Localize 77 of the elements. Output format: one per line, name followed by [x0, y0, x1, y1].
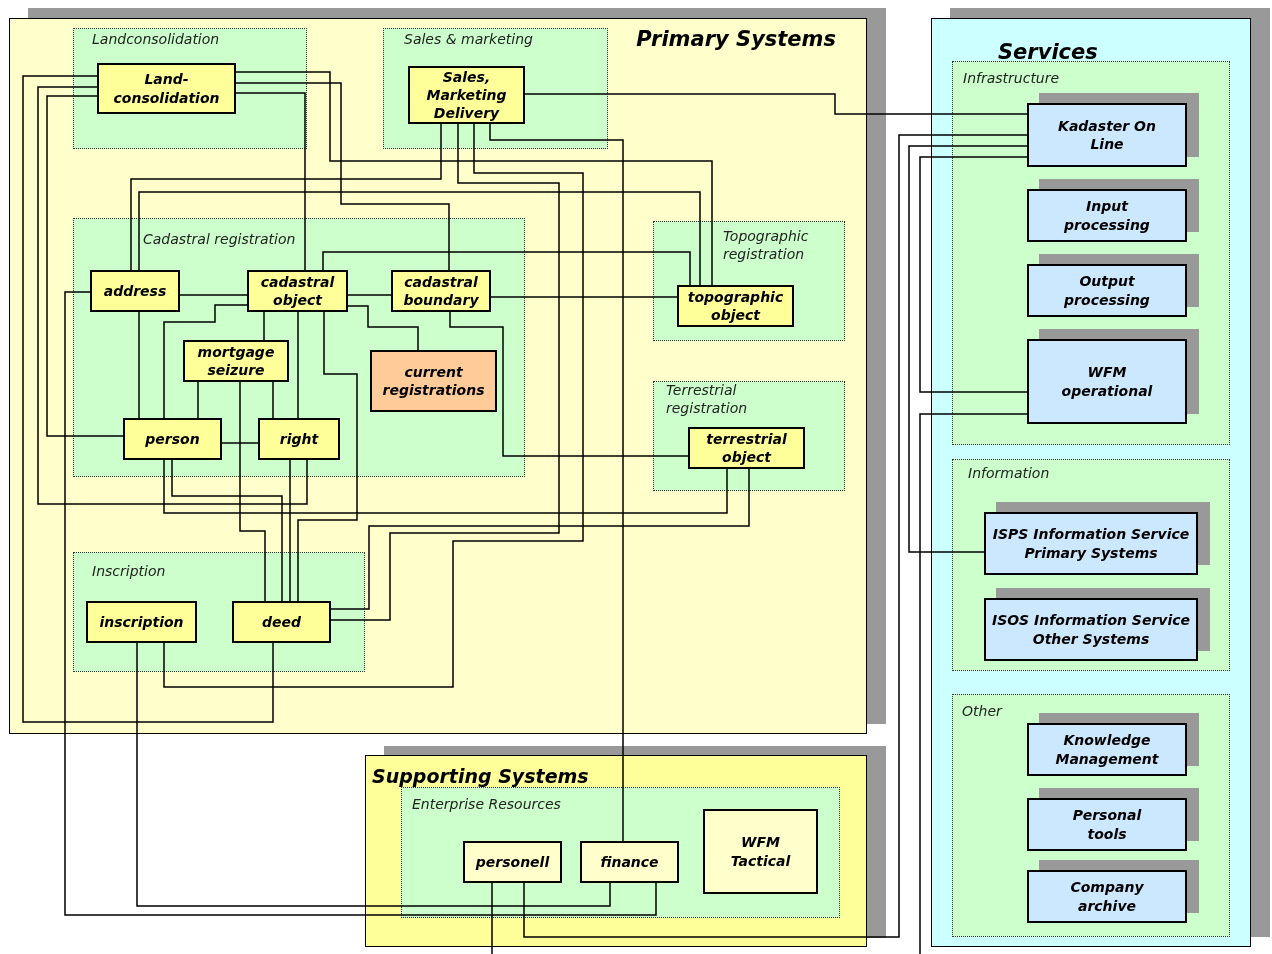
group-area: [952, 694, 1230, 937]
connector-line: [489, 123, 624, 842]
connector-line: [163, 123, 584, 688]
connector-line: [235, 92, 306, 271]
group-heading: Primary Systems: [636, 26, 836, 53]
entity-box: Land-consolidation: [97, 63, 236, 114]
connector-line: [347, 294, 392, 296]
connector-line: [22, 75, 274, 723]
group-heading: Services: [998, 39, 1098, 66]
group-area: [653, 381, 845, 491]
connector-line: [297, 311, 358, 602]
connector-line: [46, 95, 124, 437]
connector-line: [919, 156, 1028, 393]
connector-line: [235, 71, 713, 286]
connector-line: [289, 459, 291, 602]
connector-line: [239, 381, 266, 602]
entity-box: deed: [232, 601, 331, 643]
connector-line: [449, 311, 689, 457]
entity-box: cadastral object: [247, 270, 348, 312]
connector-line: [330, 123, 560, 621]
entity-box: current registrations: [370, 350, 497, 412]
connector-line: [919, 413, 1028, 954]
entity-box: inscription: [86, 601, 197, 643]
connector-line: [163, 304, 248, 419]
entity-box: Sales, Marketing Delivery: [408, 66, 525, 124]
connector-line: [171, 459, 283, 602]
connector-line: [130, 123, 442, 271]
connector-line: [524, 93, 1028, 115]
group-area: [73, 28, 307, 149]
connector-line: [138, 311, 140, 419]
group-heading: Cadastral registration: [143, 230, 296, 249]
connector-line: [908, 145, 1028, 553]
entity-box: address: [90, 270, 180, 312]
connector-line: [297, 311, 299, 419]
connector-line: [272, 381, 274, 419]
connector-line: [347, 305, 419, 351]
group-area: [73, 218, 525, 477]
entity-box: topographic object: [677, 285, 794, 327]
connector-line: [330, 468, 750, 610]
connector-line: [64, 291, 657, 916]
entity-box: personell: [463, 841, 562, 883]
group-area: [653, 221, 845, 341]
group-heading: Sales & marketing: [404, 30, 533, 49]
group-heading: Enterprise Resources: [412, 795, 561, 814]
connector-line: [221, 442, 259, 444]
connector-line: [37, 86, 308, 505]
connector-line: [136, 642, 611, 907]
connector-line: [322, 251, 691, 286]
connector-line: [490, 296, 678, 298]
entity-box: terrestrial object: [688, 427, 805, 469]
group-area: [952, 61, 1230, 445]
connector-line: [179, 294, 248, 296]
group-area: [73, 552, 365, 672]
entity-box: mortgage seizure: [183, 340, 289, 382]
group-area: [952, 459, 1230, 671]
group-area: [383, 28, 608, 149]
entity-box: WFM Tactical: [703, 809, 818, 894]
group-area: [401, 787, 840, 918]
connector-line: [235, 82, 450, 271]
group-heading: Infrastructure: [963, 69, 1060, 88]
entity-box: finance: [580, 841, 679, 883]
connector-line: [163, 459, 728, 514]
connector-line: [523, 134, 1028, 938]
entity-box: cadastral boundary: [391, 270, 491, 312]
group-heading: Landconsolidation: [92, 30, 220, 49]
group-heading: Terrestrial registration: [666, 382, 749, 417]
connector-line: [491, 882, 493, 954]
connector-line: [138, 191, 701, 286]
entity-box: person: [123, 418, 222, 460]
entity-box: right: [258, 418, 340, 460]
group-heading: Other: [962, 702, 1002, 721]
connector-line: [263, 311, 265, 341]
group-heading: Topographic registration: [723, 228, 810, 263]
connector-line: [197, 381, 199, 419]
group-heading: Supporting Systems: [372, 764, 589, 789]
group-heading: Inscription: [92, 562, 166, 581]
group-heading: Information: [968, 464, 1050, 483]
